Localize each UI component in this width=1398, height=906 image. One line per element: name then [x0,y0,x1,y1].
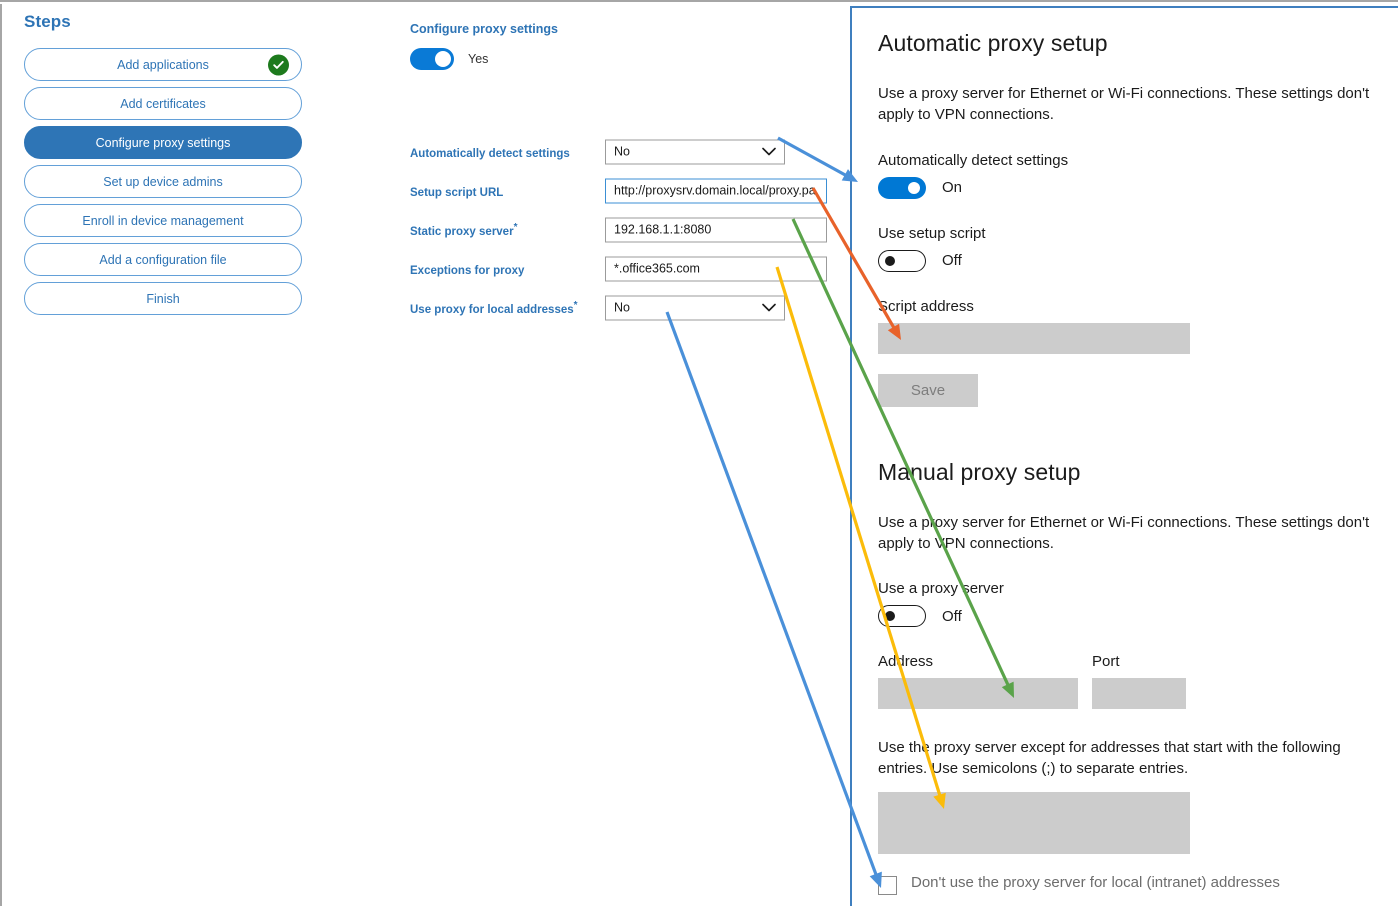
setup-script-url-input[interactable]: http://proxysrv.domain.local/proxy.pa [605,178,827,203]
field-label: Automatically detect settings [410,147,570,160]
step-label: Set up device admins [103,174,223,189]
step-label: Enroll in device management [82,213,244,228]
input-value: http://proxysrv.domain.local/proxy.pa [614,183,816,198]
steps-list: Add applications Add certificates Config… [24,48,302,321]
form-heading: Configure proxy settings [410,22,558,36]
automatically-detect-settings-toggle[interactable] [878,176,926,199]
field-row-automatically-detect-settings: Automatically detect settings No [410,132,830,171]
toggle-state-label: Off [942,607,962,625]
field-label: Exceptions for proxy [410,264,525,277]
sidebar-item-finish[interactable]: Finish [24,282,302,315]
toggle-state-label: Off [942,252,962,270]
field-label: Setup script URL [410,186,504,199]
sidebar-item-configure-proxy-settings[interactable]: Configure proxy settings [24,126,302,159]
chevron-down-icon [762,147,776,155]
bypass-local-addresses-row[interactable]: Don't use the proxy server for local (in… [878,874,1370,895]
use-a-proxy-server-label: Use a proxy server [878,580,1004,598]
automatic-proxy-setup-heading: Automatic proxy setup [878,30,1108,56]
sidebar-item-add-a-configuration-file[interactable]: Add a configuration file [24,243,302,276]
script-address-label: Script address [878,297,974,315]
use-a-proxy-server-toggle[interactable] [878,605,926,628]
input-value: *.office365.com [614,261,700,276]
windows-proxy-settings-panel: Automatic proxy setup Use a proxy server… [850,6,1398,906]
automatically-detect-settings-select[interactable]: No [605,139,785,164]
static-proxy-server-input[interactable]: 192.168.1.1:8080 [605,217,827,242]
select-value: No [614,144,630,159]
address-port-group: Address Port [878,653,1370,729]
use-proxy-for-local-addresses-select[interactable]: No [605,295,785,320]
input-value: 192.168.1.1:8080 [614,222,712,237]
automatically-detect-settings-row: On [878,176,1370,199]
field-row-setup-script-url: Setup script URL http://proxysrv.domain.… [410,171,830,210]
configure-proxy-toggle-label: Yes [468,52,489,66]
script-address-input[interactable] [878,322,1190,354]
proxy-settings-form: Configure proxy settings Yes Automatical… [410,22,830,320]
step-label: Configure proxy settings [95,135,231,150]
bypass-local-addresses-label: Don't use the proxy server for local (in… [911,873,1280,891]
proxy-address-input[interactable] [878,678,1078,710]
sidebar-item-set-up-device-admins[interactable]: Set up device admins [24,165,302,198]
manual-proxy-description: Use a proxy server for Ethernet or Wi-Fi… [878,513,1370,552]
toggle-knob [885,255,895,266]
port-label: Port [1092,653,1120,671]
step-label: Add a configuration file [99,252,227,267]
use-setup-script-row: Off [878,249,1370,272]
toggle-knob [435,51,451,67]
step-label: Finish [146,291,180,306]
toggle-state-label: On [942,179,963,197]
field-row-exceptions-for-proxy: Exceptions for proxy *.office365.com [410,249,830,288]
address-group: Address [878,653,1078,729]
exceptions-description: Use the proxy server except for addresse… [878,739,1341,778]
manual-proxy-setup-heading: Manual proxy setup [878,458,1081,485]
form-field-rows: Automatically detect settings No Setup s… [410,132,830,327]
checkbox-icon[interactable] [878,875,897,895]
step-label: Add applications [117,57,209,72]
automatically-detect-settings-label: Automatically detect settings [878,151,1069,169]
sidebar-item-add-applications[interactable]: Add applications [24,48,302,81]
step-label: Add certificates [120,96,206,111]
save-button[interactable]: Save [878,373,978,407]
configure-proxy-toggle-row: Yes [410,48,830,70]
field-row-use-proxy-for-local-addresses: Use proxy for local addresses* No [410,288,830,327]
address-label: Address [878,653,934,671]
port-group: Port [1092,653,1186,729]
field-label: Static proxy server* [410,221,518,238]
use-a-proxy-server-row: Off [878,605,1370,628]
proxy-port-input[interactable] [1092,678,1186,710]
exceptions-for-proxy-input[interactable]: *.office365.com [605,256,827,281]
chevron-down-icon [762,303,776,311]
automatic-proxy-description: Use a proxy server for Ethernet or Wi-Fi… [878,85,1370,124]
configure-proxy-toggle[interactable] [410,48,454,70]
steps-panel: Steps Add applications Add certificates … [0,4,833,906]
field-row-static-proxy-server: Static proxy server* 192.168.1.1:8080 [410,210,830,249]
check-circle-icon [268,54,289,75]
field-label: Use proxy for local addresses* [410,299,578,316]
select-value: No [614,300,630,315]
use-setup-script-label: Use setup script [878,224,986,242]
toggle-knob [908,181,920,194]
steps-title: Steps [24,12,71,31]
sidebar-item-enroll-in-device-management[interactable]: Enroll in device management [24,204,302,237]
sidebar-item-add-certificates[interactable]: Add certificates [24,87,302,120]
use-setup-script-toggle[interactable] [878,249,926,272]
proxy-exceptions-input[interactable] [878,791,1190,854]
toggle-knob [885,611,895,622]
